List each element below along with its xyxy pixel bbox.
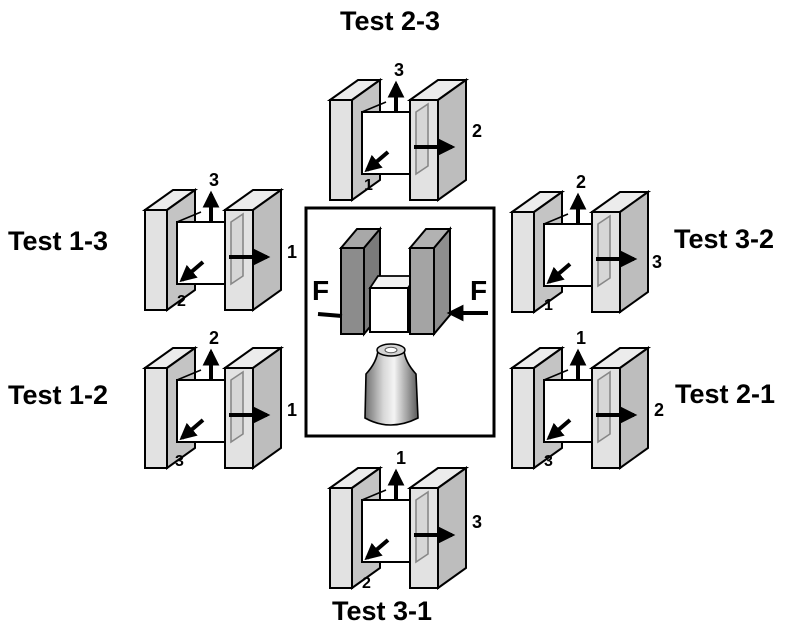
axis-up-label: 3 [209, 170, 219, 190]
force-label-left: F [312, 275, 329, 306]
left-grip [340, 247, 365, 335]
specimen-cube [369, 287, 409, 333]
axis-diag-label: 3 [175, 453, 184, 470]
left-force-arrow [317, 312, 343, 318]
axis-diag-label: 1 [364, 177, 373, 194]
cylindrical-punch [364, 343, 419, 426]
test-2-1-group: 1 2 3 [512, 328, 664, 470]
right-grip [409, 247, 435, 335]
axis-up-label: 1 [576, 328, 586, 348]
test-1-2-group: 2 1 3 [145, 328, 297, 470]
axis-right-label: 3 [652, 252, 662, 272]
axis-up-label: 2 [576, 172, 586, 192]
axis-diag-label: 1 [544, 297, 553, 314]
test-1-3-group: 3 1 2 [145, 170, 297, 310]
test-3-2-group: 2 3 1 [512, 172, 662, 314]
axis-right-label: 3 [472, 512, 482, 532]
axis-diag-label: 2 [177, 293, 186, 310]
test-3-2-title: Test 3-2 [674, 224, 774, 254]
axis-diag-label: 3 [544, 453, 553, 470]
test-3-1-group: 1 3 2 [330, 448, 482, 592]
axis-right-label: 2 [654, 400, 664, 420]
center-loading-setup: F F [304, 206, 496, 438]
axis-right-label: 1 [287, 242, 297, 262]
fixture-1-3 [145, 190, 281, 310]
fixture-2-1 [512, 348, 648, 468]
test-1-3-title: Test 1-3 [8, 226, 108, 256]
test-1-2-title: Test 1-2 [8, 380, 108, 410]
test-3-1-title: Test 3-1 [332, 596, 432, 626]
axis-diag-label: 2 [362, 575, 371, 592]
force-label-right: F [470, 275, 487, 306]
axis-up-label: 2 [209, 328, 219, 348]
test-2-3-group: 3 2 1 [330, 60, 482, 200]
fixture-3-1 [330, 468, 466, 588]
test-2-3-title: Test 2-3 [340, 6, 440, 36]
fixture-2-3 [330, 80, 466, 200]
fixture-1-2 [145, 348, 281, 468]
fixture-3-2 [512, 192, 648, 312]
axis-up-label: 1 [396, 448, 406, 468]
axis-right-label: 2 [472, 121, 482, 141]
axis-right-label: 1 [287, 400, 297, 420]
test-2-1-title: Test 2-1 [675, 379, 775, 409]
axis-up-label: 3 [394, 60, 404, 80]
